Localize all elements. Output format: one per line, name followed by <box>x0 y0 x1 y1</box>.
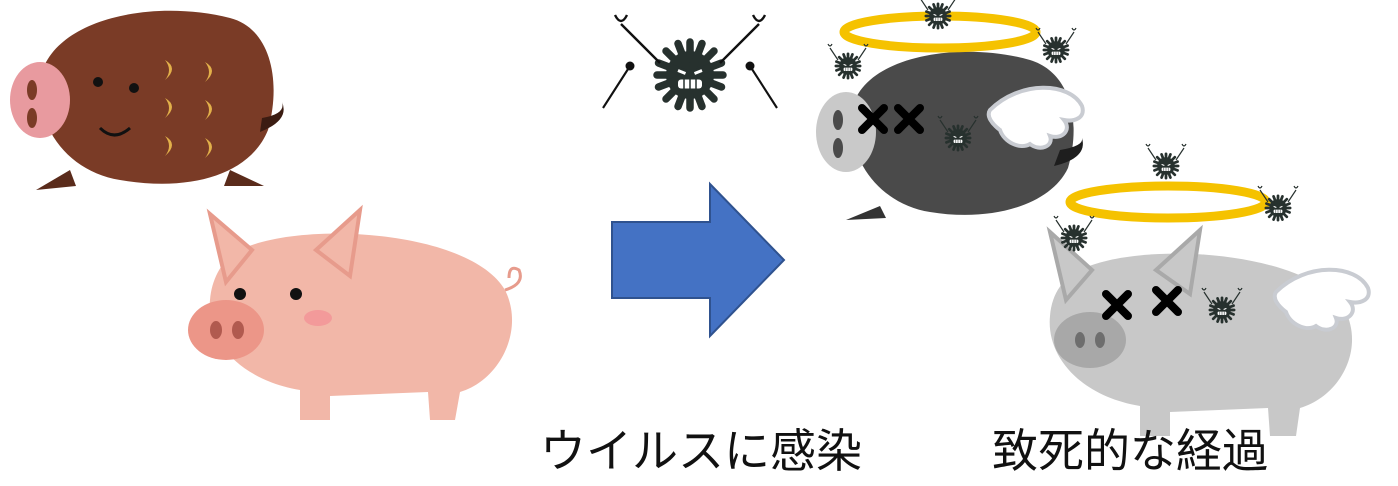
virus-icon <box>602 14 778 108</box>
wild-boar-icon <box>10 10 284 190</box>
dead-boar-angel-icon <box>816 0 1085 220</box>
halo-icon <box>1065 181 1271 223</box>
infection-caption: ウイルスに感染 <box>540 424 862 478</box>
dead-pig-angel-icon <box>1046 144 1371 436</box>
fatal-course-caption: 致死的な経過 <box>992 424 1268 478</box>
right-arrow-icon <box>611 181 786 339</box>
pig-icon <box>188 204 522 420</box>
